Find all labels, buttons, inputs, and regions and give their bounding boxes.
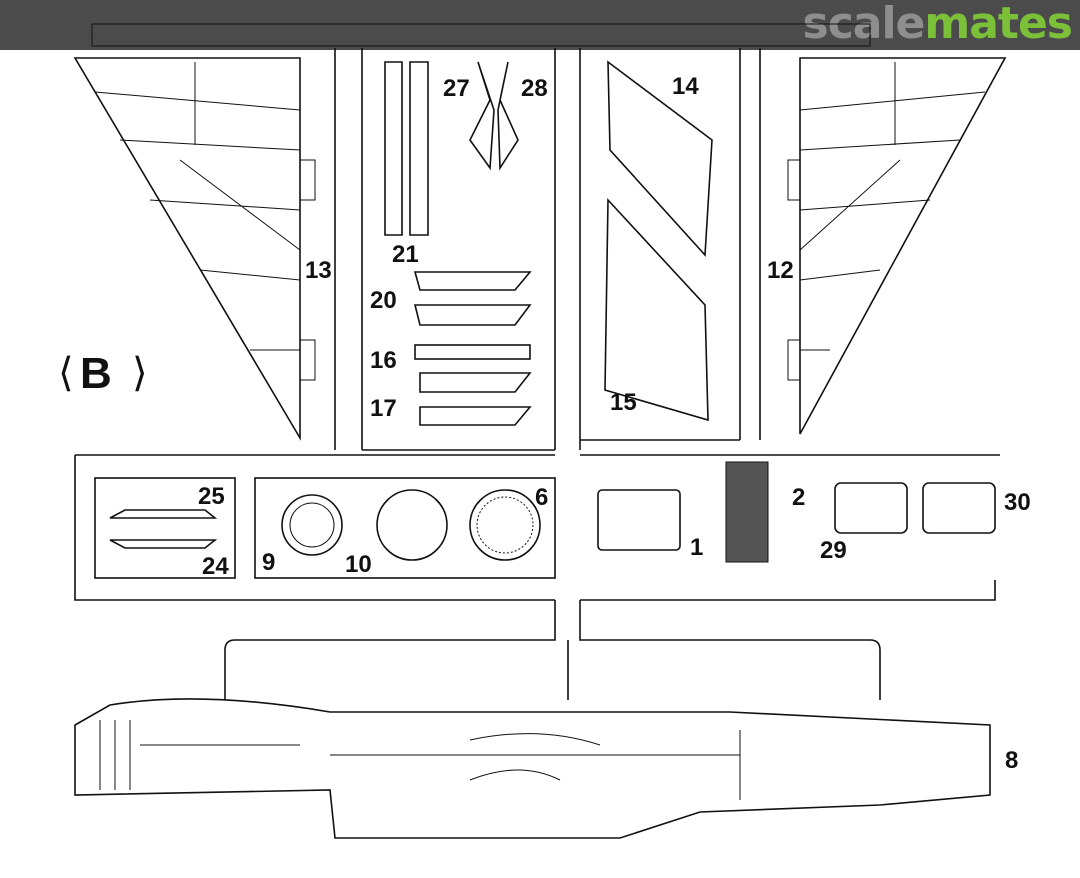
label-15: 15 [610, 389, 637, 416]
label-16: 16 [370, 347, 397, 374]
header-bar: scalemates [0, 0, 1080, 50]
parts-20-16-17 [413, 271, 532, 426]
part-27-28 [469, 61, 519, 171]
part-8-fuselage [74, 698, 991, 839]
label-12: 12 [767, 257, 794, 284]
label-8: 8 [1005, 747, 1018, 774]
label-30: 30 [1004, 489, 1031, 516]
panel-24-25 [94, 477, 236, 579]
label-1: 1 [690, 534, 703, 561]
label-14: 14 [672, 73, 699, 100]
part-1 [597, 489, 681, 551]
part-labels: 13 12 21 27 28 14 15 20 16 17 25 24 9 10… [198, 73, 1031, 774]
label-25: 25 [198, 483, 225, 510]
label-10: 10 [345, 551, 372, 578]
label-24: 24 [202, 553, 229, 580]
svg-text:⟨: ⟨ [58, 351, 74, 395]
svg-text:B: B [80, 349, 112, 398]
part-21 [384, 61, 429, 236]
label-21: 21 [392, 241, 419, 268]
sprue-frame [74, 48, 1000, 700]
label-13: 13 [305, 257, 332, 284]
label-9: 9 [262, 549, 275, 576]
sprue-letter-emblem: ⟨ B ⟩ [58, 349, 148, 398]
part-14-flap [607, 60, 713, 257]
label-29: 29 [820, 537, 847, 564]
parts-29-30 [834, 482, 996, 534]
label-27: 27 [443, 75, 470, 102]
label-28: 28 [521, 75, 548, 102]
label-6: 6 [535, 484, 548, 511]
panel-9-10-6 [254, 477, 556, 579]
part-2 [725, 461, 769, 563]
part-15-flap [604, 197, 709, 422]
part-13-wing-left [73, 57, 316, 441]
label-2: 2 [792, 484, 805, 511]
svg-text:⟩: ⟩ [132, 351, 148, 395]
label-20: 20 [370, 287, 397, 314]
label-17: 17 [370, 395, 397, 422]
top-runner [91, 23, 871, 47]
part-12-wing-right [787, 57, 1007, 435]
